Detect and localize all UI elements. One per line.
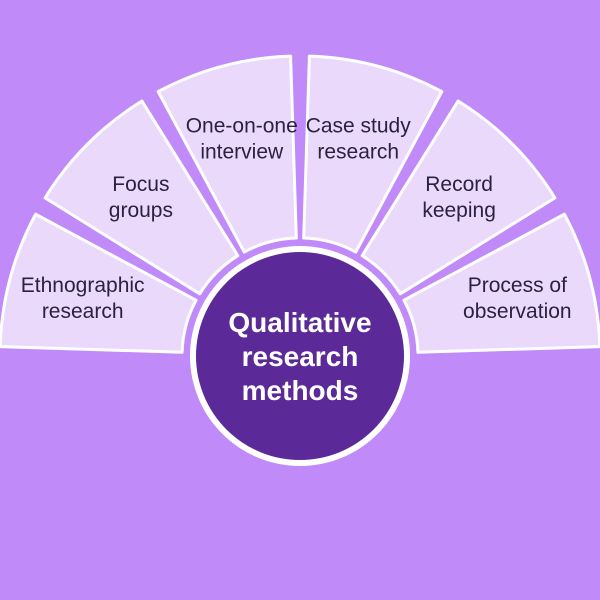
segment-shape [402,212,600,354]
segment-label: One-on-one interview [186,115,298,164]
segment-label: Focus groups [109,173,173,222]
segment-case-study-research: Case study research [302,54,444,254]
segment-label-line: Ethnographic [21,274,145,297]
segment-label-line: One-on-one [186,115,298,138]
segment-label-line: interview [200,141,284,164]
segment-ethnographic-research: Ethnographic research [0,212,198,354]
segment-process-of-observation: Process of observation [402,212,600,354]
segment-shape [360,99,557,296]
segment-one-on-one-interview: One-on-one interview [156,54,298,254]
center-label-line: research [242,341,359,372]
segment-label: Record keeping [422,173,496,222]
segment-shape [43,99,240,296]
segment-shape [0,212,198,354]
segment-record-keeping: Record keeping [360,99,557,296]
segment-label-line: groups [109,199,173,222]
segment-label-line: observation [463,300,572,323]
center-circle [196,252,404,460]
segment-label-line: keeping [422,199,496,222]
center-label-line: Qualitative [228,307,371,338]
segment-shape [156,54,298,254]
segment-label-line: Focus [112,173,169,196]
segment-label-line: research [317,141,399,164]
segment-label-line: research [42,300,124,323]
segment-label: Process of observation [463,274,572,323]
segment-label-line: Process of [468,274,567,297]
segment-shape [302,54,444,254]
center-label-line: methods [242,375,359,406]
segment-label: Ethnographic research [21,274,145,323]
segment-label: Case study research [306,115,412,164]
segment-label-line: Record [425,173,493,196]
segment-focus-groups: Focus groups [43,99,240,296]
segment-label-line: Case study [306,115,412,138]
